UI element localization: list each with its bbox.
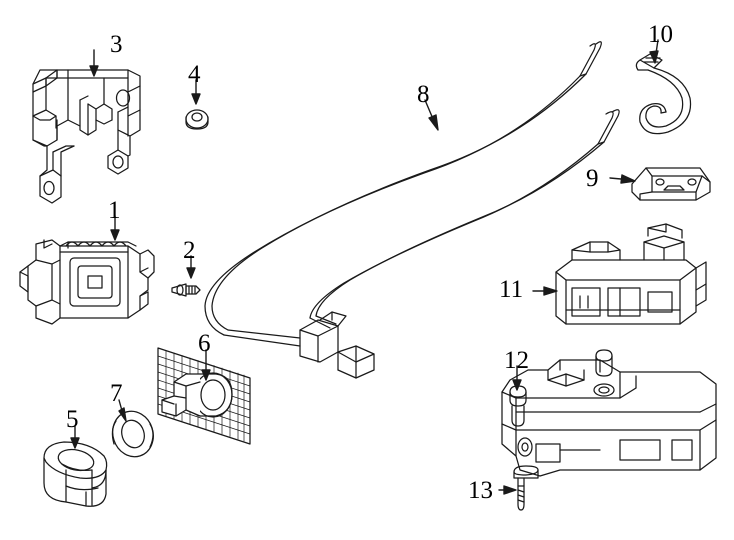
- callout-label-9: 9: [586, 165, 599, 192]
- part-4-grommet: [185, 109, 209, 130]
- part-7-retainer-ring: [111, 410, 154, 458]
- part-9-bracket-cover: [631, 167, 711, 201]
- part-10-cable-tie: [635, 53, 692, 135]
- part-11-module-unit: [555, 223, 707, 325]
- callout-label-10: 10: [648, 21, 673, 48]
- callout-label-11: 11: [499, 276, 524, 303]
- lower-bracket-assembly: [501, 349, 717, 477]
- leader-lines: [70, 39, 659, 495]
- part-12-bolt: [509, 385, 527, 427]
- part-13-screw: [513, 465, 539, 511]
- callout-label-2: 2: [183, 237, 196, 264]
- part-5-sensor: [43, 441, 108, 507]
- part-3-bracket: [32, 69, 141, 204]
- part-8-harness: [204, 41, 620, 379]
- callout-label-6: 6: [198, 330, 211, 357]
- callout-label-3: 3: [110, 31, 123, 58]
- callout-label-7: 7: [110, 380, 123, 407]
- callout-label-1: 1: [108, 197, 121, 224]
- callout-label-8: 8: [417, 81, 430, 108]
- callout-label-13: 13: [468, 477, 493, 504]
- callout-label-4: 4: [188, 61, 201, 88]
- callout-label-5: 5: [66, 406, 79, 433]
- part-6-camera: [157, 347, 251, 445]
- part-1-control-module: [19, 239, 155, 325]
- callout-label-12: 12: [504, 347, 529, 374]
- part-2-screw: [171, 283, 201, 297]
